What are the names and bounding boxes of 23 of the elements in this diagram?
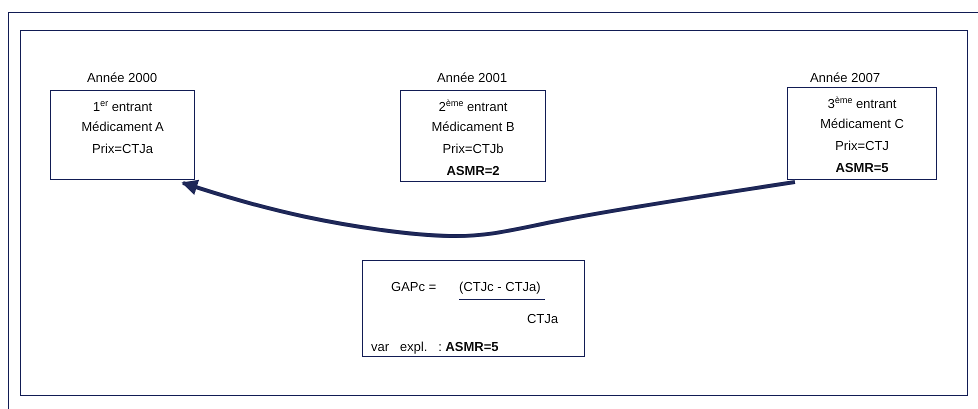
text-box bbox=[787, 87, 937, 180]
box-text: 3$^{ème}$ entrant bbox=[826, 96, 898, 112]
box-text: Médicament C bbox=[819, 116, 905, 132]
box-text: Prix=CTJa bbox=[90, 141, 154, 157]
text-box bbox=[362, 260, 585, 357]
box-text: Prix=CTJ bbox=[834, 138, 890, 154]
box-text: 2$^{ème}$ entrant bbox=[438, 99, 508, 115]
formula-text: GAPc = bbox=[391, 279, 436, 295]
box-text: ASMR=2 bbox=[445, 163, 501, 179]
year-heading: Année 2007 bbox=[810, 70, 880, 86]
explanatory-variable: var expl. : ASMR=5 bbox=[371, 339, 499, 355]
year-heading: Année 2001 bbox=[436, 70, 508, 86]
box-text: ASMR=5 bbox=[834, 160, 890, 176]
year-heading: Année 2000 bbox=[86, 70, 158, 86]
box-text: 1$^{er}$ entrant bbox=[92, 99, 154, 115]
box-text: Prix=CTJb bbox=[441, 141, 505, 157]
box-text: Médicament B bbox=[430, 119, 516, 135]
box-text: Médicament A bbox=[80, 119, 165, 135]
text-box bbox=[400, 90, 546, 182]
text-box bbox=[50, 90, 195, 180]
formula-text: (CTJc - CTJa) bbox=[459, 279, 541, 295]
formula-text: CTJa bbox=[527, 311, 558, 327]
curved-arrow bbox=[181, 180, 796, 238]
